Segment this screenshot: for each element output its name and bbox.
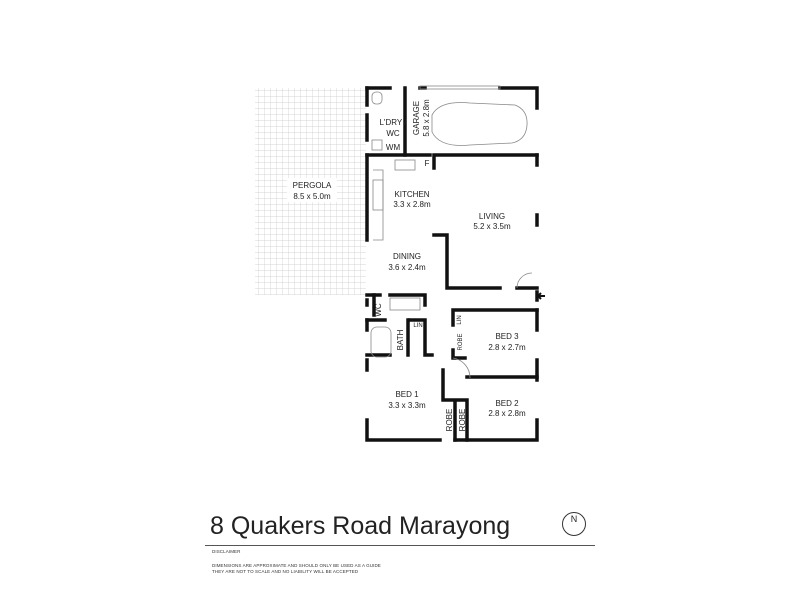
living-size: 5.2 x 3.5m [473, 222, 511, 231]
bed1-label: BED 1 [395, 390, 419, 399]
north-compass-icon: N [562, 512, 586, 536]
fridge-label: F [425, 159, 430, 168]
fixtures [370, 85, 533, 379]
property-title: 8 Quakers Road Marayong [210, 512, 511, 540]
entry-arrow-icon [536, 292, 545, 300]
bed2-label: BED 2 [495, 399, 519, 408]
disclaimer-line-2: THEY ARE NOT TO SCALE AND NO LIABILITY W… [212, 569, 359, 574]
disclaimer-heading: DISCLAIMER [212, 549, 241, 554]
laundry-label: L'DRY / [379, 118, 407, 127]
north-label: N [570, 514, 578, 524]
garage-size: 5.8 x 2.8m [422, 99, 431, 137]
bed1-size: 3.3 x 3.3m [388, 401, 426, 410]
dining-size: 3.6 x 2.4m [388, 263, 426, 272]
lin-label-bed3: LIN [457, 315, 463, 324]
wm-label: WM [386, 143, 401, 152]
pergola-size: 8.5 x 5.0m [293, 192, 331, 201]
robe-label-bed2: ROBE [458, 409, 467, 432]
garage-door [419, 85, 501, 90]
bed3-size: 2.8 x 2.7m [488, 343, 526, 352]
divider [205, 545, 595, 546]
car-icon [431, 102, 528, 146]
robe-label-bed1: ROBE [445, 409, 454, 432]
garage-label: GARAGE [412, 101, 421, 135]
bed2-size: 2.8 x 2.8m [488, 409, 526, 418]
kitchen-size: 3.3 x 2.8m [393, 200, 431, 209]
laundry-label-2: WC [386, 129, 400, 138]
pergola-label: PERGOLA [293, 181, 332, 190]
lin-label-bath: LIN [413, 323, 422, 329]
bed3-label: BED 3 [495, 332, 519, 341]
kitchen-label: KITCHEN [394, 190, 429, 199]
walls [365, 86, 539, 442]
wc-label: WC [374, 303, 383, 317]
disclaimer-line-1: DIMENSIONS ARE APPROXIMATE AND SHOULD ON… [212, 563, 381, 568]
robe-label-bed3: ROBE [458, 333, 464, 350]
bath-label: BATH [396, 329, 405, 350]
living-label: LIVING [479, 212, 505, 221]
dining-label: DINING [393, 252, 421, 261]
